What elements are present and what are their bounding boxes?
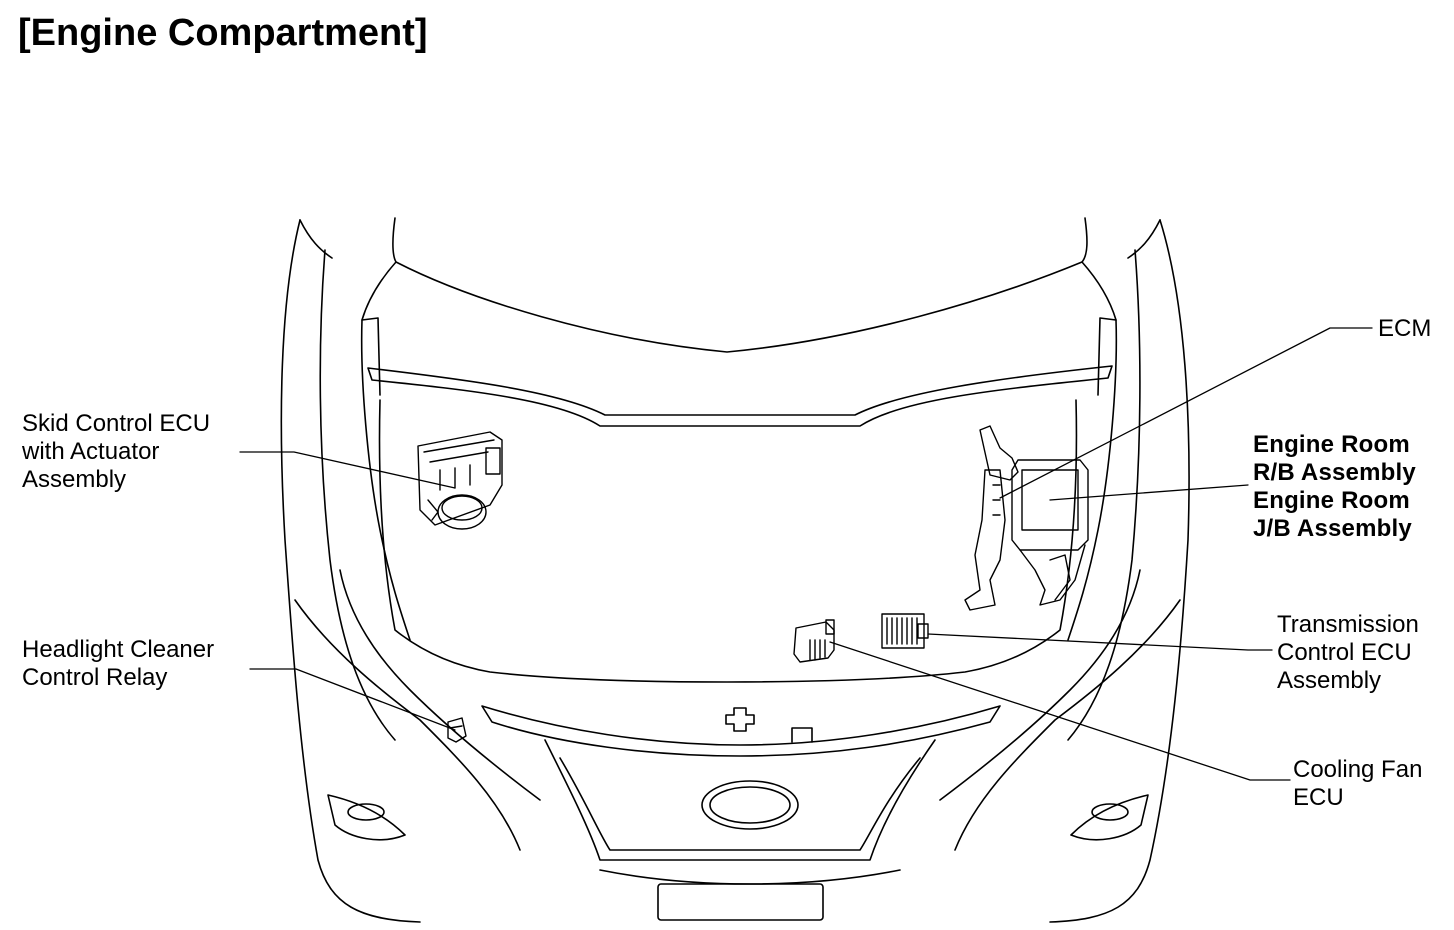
- label-transmission-control-ecu: Transmission Control ECU Assembly: [1277, 611, 1419, 694]
- label-skid-control-ecu: Skid Control ECU with Actuator Assembly: [22, 410, 211, 493]
- car-body-outline: [280, 219, 1190, 923]
- skid-control-actuator: [417, 431, 503, 530]
- front-bumper: [294, 569, 1181, 921]
- ecm-and-relay-blocks: [964, 425, 1089, 611]
- leader-lines: [239, 327, 1373, 781]
- fog-lamps: [327, 794, 1149, 841]
- page-title: [Engine Compartment]: [18, 12, 428, 54]
- cooling-fan-ecu: [793, 619, 835, 663]
- label-ecm: ECM: [1378, 315, 1432, 342]
- label-cooling-fan-ecu: Cooling Fan ECU: [1293, 756, 1423, 811]
- headlight-cleaner-relay: [447, 717, 467, 743]
- transmission-ecu: [881, 613, 929, 649]
- label-headlight-cleaner-relay: Headlight Cleaner Control Relay: [22, 636, 215, 691]
- hood-outline: [360, 217, 1118, 683]
- label-engine-room-assemblies: Engine Room R/B Assembly Engine Room J/B…: [1253, 431, 1416, 542]
